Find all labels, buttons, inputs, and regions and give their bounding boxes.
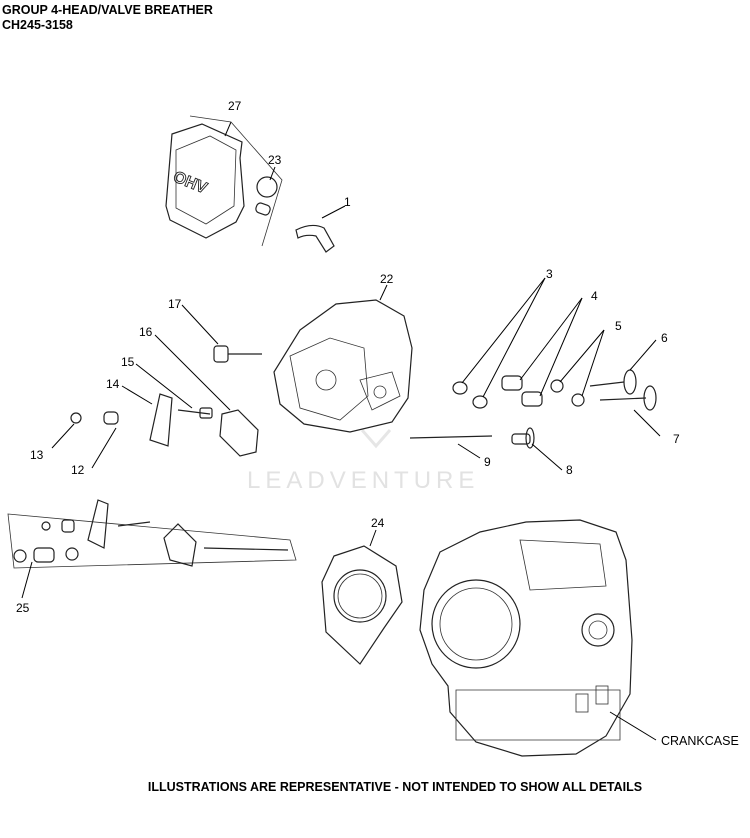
callout-15: 15 (121, 355, 135, 369)
callout-14: 14 (106, 377, 120, 391)
valve-kit-part[interactable] (7, 499, 297, 599)
callout-27: 27 (228, 99, 242, 113)
watermark-logo: LEADVENTURE (247, 429, 479, 494)
watermark-text: LEADVENTURE (247, 467, 479, 494)
rocker-arm-stud-part[interactable] (135, 363, 213, 419)
head-gasket-part[interactable] (321, 529, 403, 665)
breather-tube-part[interactable] (295, 205, 346, 253)
callout-5: 5 (615, 319, 622, 333)
rocker-pivot-part[interactable] (91, 411, 119, 469)
breather-grommet-part[interactable] (255, 202, 272, 216)
rocker-arm-part[interactable] (121, 385, 173, 447)
valve-cover-part[interactable]: OHV (165, 115, 283, 247)
callout-4: 4 (591, 289, 598, 303)
ohv-lettering: OHV (171, 169, 210, 198)
valve-spring-retainer-part[interactable] (452, 277, 546, 409)
callout-3: 3 (546, 267, 553, 281)
callout-22: 22 (380, 272, 394, 286)
callout-12: 12 (71, 463, 85, 477)
callout-7: 7 (673, 432, 680, 446)
crankcase-part[interactable] (419, 519, 657, 757)
callout-23: 23 (268, 153, 282, 167)
exhaust-valve-part[interactable] (599, 385, 661, 437)
disclaimer-footer: ILLUSTRATIONS ARE REPRESENTATIVE - NOT I… (147, 780, 643, 794)
callout-17: 17 (168, 297, 182, 311)
head-bolt-part[interactable] (181, 304, 262, 363)
crankcase-label: CRANKCASE (661, 734, 739, 748)
callout-24: 24 (371, 516, 385, 530)
callout-25: 25 (16, 601, 30, 615)
callout-1: 1 (344, 195, 351, 209)
intake-valve-part[interactable] (589, 339, 657, 395)
diagram-title: GROUP 4-HEAD/VALVE BREATHER (2, 3, 213, 17)
callout-8: 8 (566, 463, 573, 477)
valve-stem-seal-part[interactable] (550, 329, 605, 407)
model-number: CH245-3158 (2, 18, 73, 32)
cylinder-head-part[interactable] (273, 284, 413, 433)
adjuster-nut-part[interactable] (51, 412, 82, 449)
callout-6: 6 (661, 331, 668, 345)
valve-spring-part[interactable] (501, 297, 583, 407)
cover-gasket-part[interactable] (256, 166, 278, 198)
callout-13: 13 (30, 448, 44, 462)
rocker-pivot-pin-part[interactable] (511, 427, 563, 471)
push-rod-guide-plate-part[interactable] (154, 334, 259, 457)
push-rod-part[interactable] (409, 435, 493, 459)
callout-9: 9 (484, 455, 491, 469)
callout-16: 16 (139, 325, 153, 339)
